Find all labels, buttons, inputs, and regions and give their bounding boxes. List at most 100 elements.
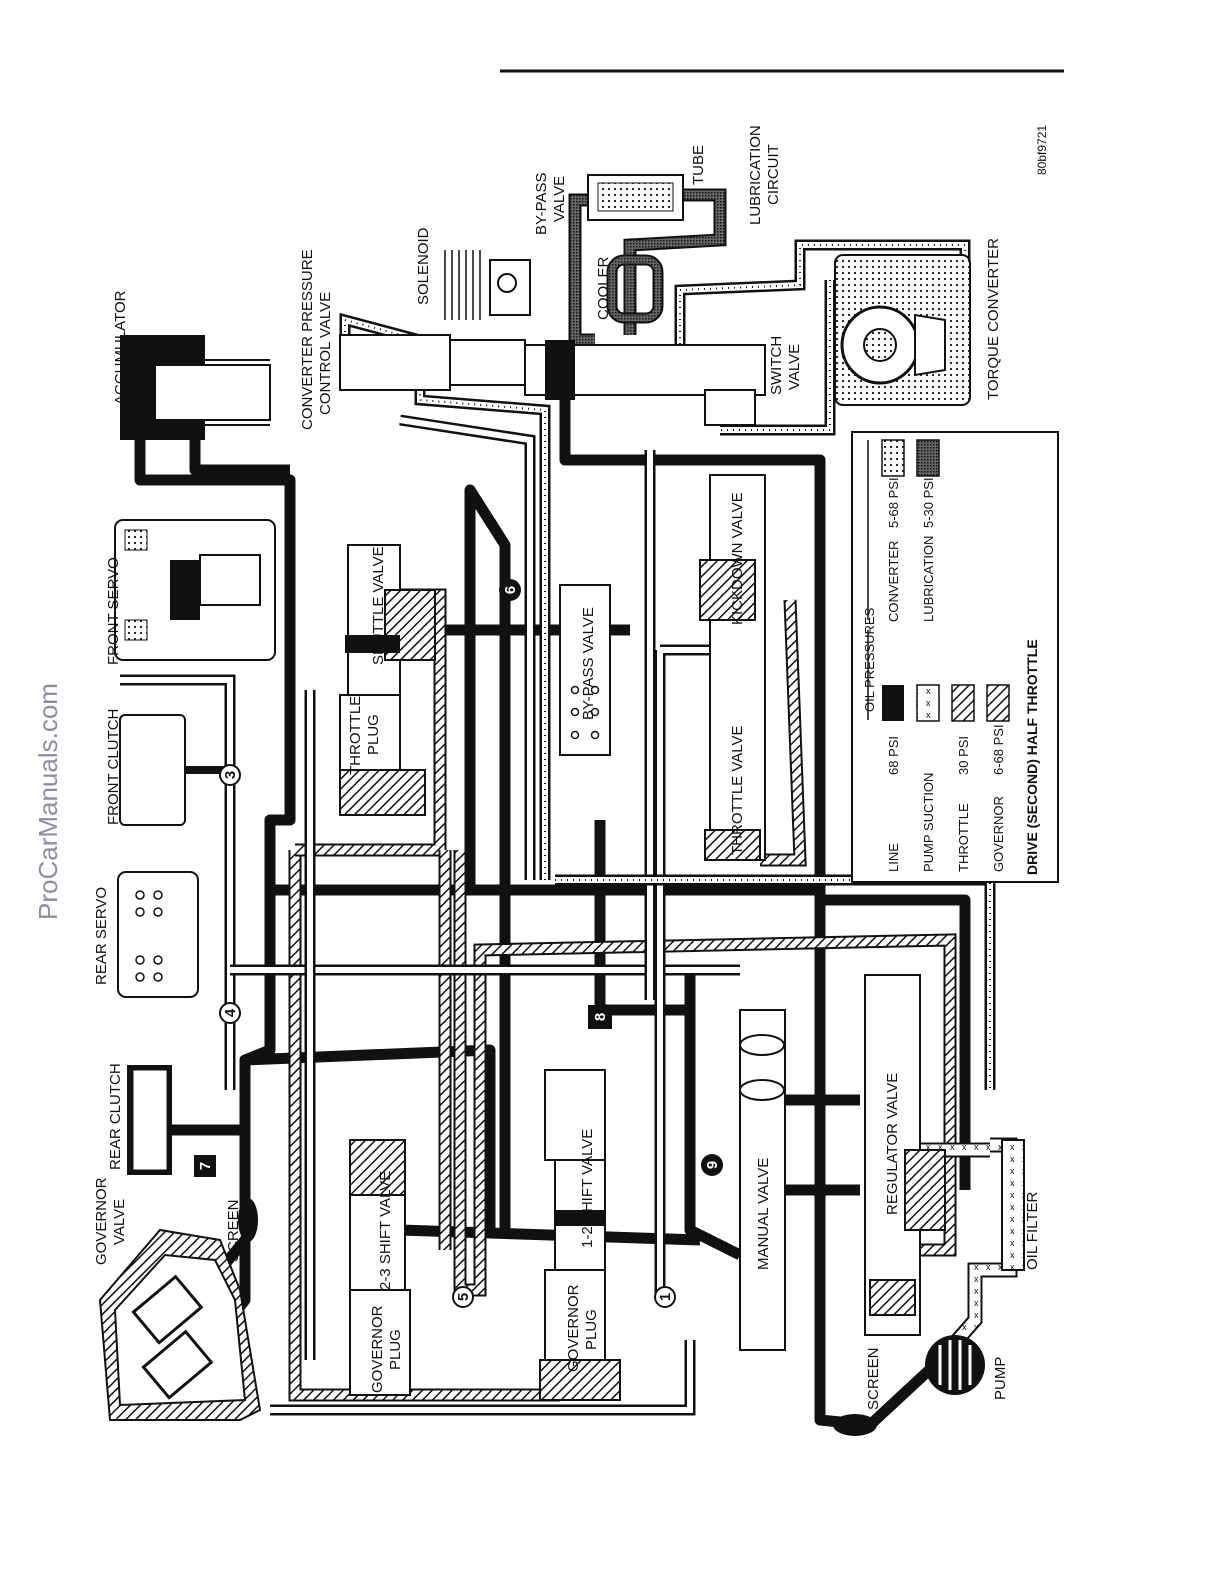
label-torque-converter: TORQUE CONVERTER (985, 238, 1002, 400)
converter-pressure-control-valve (339, 250, 531, 391)
circuit-badge-6: 6 (499, 579, 521, 601)
screen-bottom-element (833, 1414, 877, 1436)
legend-governor-name: GOVERNOR (991, 796, 1006, 872)
legend-lubrication-value: 5-30 PSI (921, 477, 936, 528)
screen-left-element (238, 1198, 258, 1242)
figure-id: 80bf9721 (1035, 125, 1049, 175)
label-governor-valve-2: VALVE (111, 1199, 128, 1245)
label-converter-pressure-control-valve: CONVERTER PRESSURE (299, 249, 316, 430)
manual-valve-body (739, 1009, 786, 1351)
lubrication-passages (568, 188, 727, 347)
label-governor-valve: GOVERNOR (93, 1177, 110, 1265)
rear-servo (117, 871, 199, 998)
shift-valve-23 (349, 1139, 411, 1396)
line-pressure-passages (134, 350, 971, 1431)
label-throttle-plug-2: PLUG (365, 714, 382, 755)
label-front-clutch: FRONT CLUTCH (105, 709, 122, 825)
label-oil-filter: OIL FILTER (1024, 1191, 1041, 1270)
label-kickdown-valve: KICKDOWN VALVE (729, 492, 746, 625)
label-switch-valve: SWITCH (768, 336, 785, 395)
watermark: ProCarManuals.com (33, 683, 63, 920)
kickdown-throttle-valve (699, 474, 766, 861)
label-solenoid: SOLENOID (415, 227, 432, 305)
label-throttle-valve: THROTTLE VALVE (729, 726, 746, 855)
label-screen-bottom: SCREEN (865, 1347, 882, 1410)
circuit-badge-8: 8 (588, 1005, 612, 1029)
svg-text:7: 7 (197, 1162, 214, 1170)
legend-converter-swatch (881, 439, 905, 477)
rear-clutch (127, 1065, 172, 1175)
label-throttle-plug: THROTTLE (347, 696, 364, 775)
svg-text:8: 8 (592, 1013, 609, 1021)
legend-lubrication-swatch (916, 439, 940, 477)
legend-converter-name: CONVERTER (886, 541, 901, 622)
circuit-badge-1: 1 (654, 1286, 676, 1308)
bypass-valve-middle (559, 584, 611, 756)
legend-caption: DRIVE (SECOND) HALF THROTTLE (1024, 639, 1040, 875)
bypass-valve-tube (587, 174, 684, 221)
label-lubrication-circuit: LUBRICATION (747, 125, 764, 225)
legend-governor-swatch (986, 684, 1010, 722)
label-switch-valve-2: VALVE (786, 344, 803, 390)
governor-valve (98, 1228, 262, 1421)
label-rear-clutch: REAR CLUTCH (107, 1063, 124, 1170)
svg-text:9: 9 (704, 1161, 721, 1169)
label-regulator-valve: REGULATOR VALVE (884, 1073, 901, 1215)
label-governor-plug-b-2: PLUG (583, 1309, 600, 1350)
circuit-badge-9: 9 (701, 1154, 723, 1176)
label-governor-plug-a-2: PLUG (387, 1329, 404, 1370)
svg-text:6: 6 (502, 586, 519, 594)
label-front-servo: FRONT SERVO (105, 557, 122, 665)
label-pump: PUMP (992, 1357, 1009, 1400)
legend: OIL PRESSURES LINE 68 PSI PUMP SUCTION T… (851, 431, 1059, 883)
legend-pump-suction-name: PUMP SUCTION (921, 773, 936, 872)
pump-body (925, 1335, 985, 1395)
label-shuttle-valve: SHUTTLE VALVE (370, 546, 387, 665)
label-bypass-valve-top-2: VALVE (551, 176, 568, 222)
svg-text:1: 1 (657, 1293, 674, 1301)
circuit-badge-7: 7 (194, 1155, 216, 1177)
label-tube: TUBE (690, 145, 707, 185)
legend-throttle-name: THROTTLE (956, 803, 971, 872)
legend-governor-value: 6-68 PSI (991, 724, 1006, 775)
label-governor-plug-a: GOVERNOR (369, 1305, 386, 1393)
legend-throttle-swatch (951, 684, 975, 722)
governor-pressure-passages (120, 414, 740, 1416)
label-screen-left: SCREEN (225, 1199, 242, 1262)
label-shift-valve-23: 2-3 SHIFT VALVE (377, 1171, 394, 1290)
label-shift-valve-12: 1-2 SHIFT VALVE (579, 1129, 596, 1248)
oil-filter-body (1001, 1139, 1025, 1271)
legend-title: OIL PRESSURES (862, 607, 877, 712)
label-converter-pressure-control-valve-2: CONTROL VALVE (317, 292, 334, 415)
svg-text:5: 5 (455, 1293, 472, 1301)
front-servo (114, 519, 276, 661)
shuttle-valve-assembly (339, 544, 436, 816)
label-bypass-valve-mid: BY-PASS VALVE (580, 607, 597, 720)
legend-throttle-value: 30 PSI (956, 736, 971, 775)
legend-converter-value: 5-68 PSI (886, 477, 901, 528)
accumulator (120, 335, 271, 440)
front-clutch (119, 714, 230, 826)
circuit-badge-4: 4 (219, 1002, 241, 1024)
label-accumulator: ACCUMULATOR (112, 290, 129, 405)
component-labels: ACCUMULATOR CONVERTER PRESSURE CONTROL V… (93, 125, 1041, 1410)
label-manual-valve: MANUAL VALVE (755, 1158, 772, 1270)
torque-converter (834, 254, 971, 406)
legend-lubrication-name: LUBRICATION (921, 536, 936, 622)
switch-valve (524, 340, 766, 426)
regulator-valve-body (864, 974, 946, 1336)
legend-line-swatch (882, 685, 904, 721)
label-rear-servo: REAR SERVO (93, 887, 110, 985)
label-bypass-valve-top: BY-PASS (533, 172, 550, 235)
label-governor-plug-b: GOVERNOR (565, 1284, 582, 1372)
shift-valve-12 (539, 1069, 621, 1401)
legend-line-value: 68 PSI (886, 736, 901, 775)
label-lubrication-circuit-2: CIRCUIT (765, 144, 782, 205)
label-cooler: COOLER (595, 256, 612, 320)
circuit-badge-5: 5 (452, 1286, 474, 1308)
svg-text:4: 4 (222, 1008, 239, 1017)
legend-line-name: LINE (886, 843, 901, 872)
svg-text:3: 3 (222, 771, 239, 779)
circuit-badge-3: 3 (219, 764, 241, 786)
